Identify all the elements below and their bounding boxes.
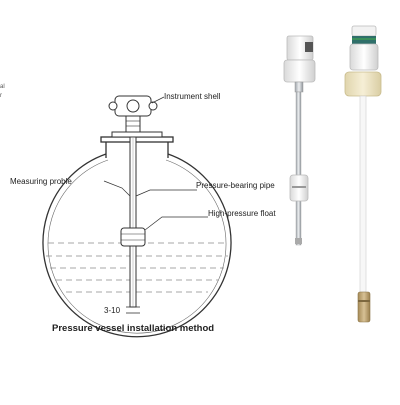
- leader-lines: [103, 96, 208, 231]
- leader-high-pressure-float: [144, 216, 208, 231]
- leader-measuring-probe: [103, 180, 131, 197]
- liquid-level-lines: [46, 242, 228, 293]
- vessel-flange: [100, 136, 174, 143]
- leader-instrument-shell: [151, 96, 165, 104]
- label-high-pressure-float: High-pressure float: [208, 209, 276, 218]
- diagram-caption: Pressure vessel installation method: [52, 323, 214, 334]
- high-pressure-float: [120, 227, 146, 247]
- label-bottom-gap: 3-10: [104, 306, 121, 315]
- product-photo-ptfe-probe: [344, 25, 382, 323]
- margin-fragment-1: al: [0, 84, 5, 90]
- bottom-gap-dimension: [126, 306, 140, 314]
- label-measuring-probe: Measuring proble: [10, 177, 72, 186]
- vessel-inner-wall: [47, 159, 227, 334]
- instrument-head: [108, 95, 158, 133]
- label-pressure-bearing-pipe: Pressure-bearing pipe: [196, 181, 275, 190]
- margin-fragment-2: r: [0, 93, 2, 99]
- label-instrument-shell: Instrument shell: [164, 92, 221, 101]
- probe-flange: [111, 131, 163, 138]
- leader-pressure-bearing-pipe: [135, 189, 197, 197]
- vessel-body-outline: [42, 153, 232, 338]
- measuring-probe: [129, 136, 137, 308]
- product-photo-metal-probe: [283, 35, 316, 246]
- pressure-vessel: [42, 131, 232, 338]
